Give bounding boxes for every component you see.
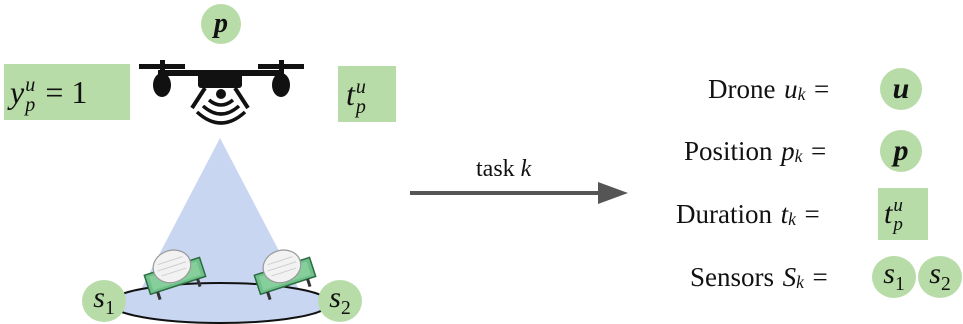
- duration-sub: p: [355, 95, 366, 118]
- position-eq: =: [811, 135, 827, 166]
- sensors-value-2: s: [929, 257, 941, 291]
- duration-sym: t: [780, 198, 789, 229]
- task-arrow-label: task k: [476, 156, 531, 183]
- sensor-2-badge: s2: [318, 280, 362, 322]
- sensor-1-sub: 1: [104, 298, 115, 320]
- task-var: k: [520, 156, 532, 182]
- sensors-value-2-sub: 2: [940, 274, 951, 296]
- assignment-var: y: [10, 74, 25, 110]
- drone-value: u: [892, 72, 910, 105]
- sensors-word: Sensors: [690, 261, 775, 292]
- duration-box: [338, 66, 396, 122]
- assignment-sup: u: [25, 73, 36, 96]
- duration-sup: u: [355, 75, 366, 98]
- sensors-value-2-badge: s2: [918, 256, 962, 298]
- duration-value-sub: p: [893, 214, 903, 235]
- ground-area: [109, 282, 331, 324]
- position-value-badge: p: [880, 130, 922, 172]
- duration-sub-k: k: [788, 209, 796, 229]
- sensors-eq: =: [812, 261, 828, 292]
- position-sym: p: [781, 135, 795, 166]
- drone-sub: k: [797, 84, 806, 104]
- drone-word: Drone: [708, 73, 776, 104]
- assignment-rhs: = 1: [45, 74, 88, 110]
- position-word: Position: [684, 135, 773, 166]
- sensor-1-device-icon: [143, 249, 207, 301]
- duration-value-box: [878, 188, 928, 240]
- sensor-2-device-icon: [253, 249, 317, 301]
- position-value: p: [893, 134, 909, 167]
- assignment-sub: p: [25, 93, 36, 116]
- duration-word: Duration: [676, 198, 772, 229]
- drone-sym: u: [784, 73, 798, 104]
- sensors-value-1-badge: s1: [872, 256, 916, 298]
- sensor-2-label: s: [329, 281, 341, 315]
- sensors-sym: S: [782, 261, 797, 292]
- sensor-1-badge: s1: [82, 280, 126, 322]
- sensor-2-sub: 2: [340, 298, 351, 320]
- duration-var: t: [346, 76, 355, 112]
- position-label: p: [214, 8, 228, 39]
- sensors-sub: k: [796, 272, 804, 292]
- sensor-1-label: s: [93, 281, 105, 315]
- position-badge: p: [201, 4, 241, 44]
- duration-eq: =: [804, 198, 820, 229]
- drone-eq: =: [813, 73, 830, 104]
- duration-value-var: t: [884, 197, 893, 230]
- position-sub: k: [794, 146, 803, 166]
- task-arrow: [410, 182, 628, 204]
- sensors-value-1-sub: 1: [894, 274, 905, 296]
- drone-icon: [139, 60, 304, 125]
- sensors-value-1: s: [883, 257, 895, 291]
- drone-value-badge: u: [880, 68, 922, 110]
- task-word: task: [476, 156, 515, 182]
- duration-value-sup: u: [893, 195, 903, 216]
- assignment-box: [4, 64, 130, 120]
